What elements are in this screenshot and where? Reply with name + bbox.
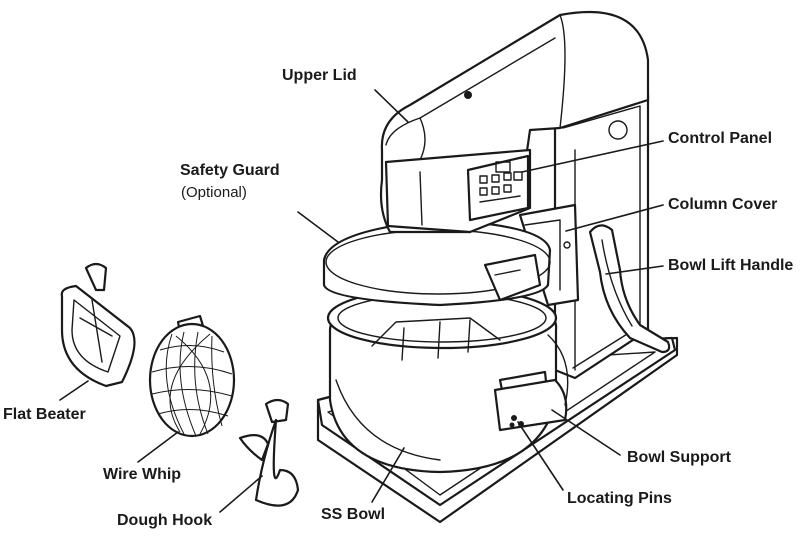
bowl-support xyxy=(493,334,569,432)
safety-guard xyxy=(322,218,552,307)
dough-hook-label: Dough Hook xyxy=(117,512,213,529)
safety-guard-label: Safety Guard xyxy=(180,162,280,179)
wire-whip-label: Wire Whip xyxy=(103,466,182,483)
bowl-support-label: Bowl Support xyxy=(627,449,731,466)
control-panel xyxy=(466,154,530,222)
control-panel-label: Control Panel xyxy=(668,130,773,147)
dough-hook-drawing xyxy=(238,398,300,507)
leader-control-panel xyxy=(521,140,664,173)
column-cover-label: Column Cover xyxy=(668,196,778,213)
wire-whip-drawing xyxy=(148,314,236,438)
bowl-agitator xyxy=(371,317,501,361)
locating-pins-label: Locating Pins xyxy=(567,490,672,507)
safety-guard-note: (Optional) xyxy=(181,184,247,201)
leader-safety-guard xyxy=(297,211,339,243)
leader-bowl-lift-handle xyxy=(605,265,664,275)
ss-bowl-label: SS Bowl xyxy=(321,506,386,523)
leader-upper-lid xyxy=(374,89,409,123)
leader-dough-hook xyxy=(219,475,263,513)
bowl-lift-handle xyxy=(588,224,671,354)
leader-ss-bowl xyxy=(371,447,405,503)
upper-lid-label: Upper Lid xyxy=(282,67,357,84)
leader-locating-pins xyxy=(517,421,564,491)
mixer-bowl xyxy=(326,286,558,474)
leader-bowl-support xyxy=(551,409,621,456)
flat-beater-label: Flat Beater xyxy=(3,406,86,423)
flat-beater-drawing xyxy=(60,262,136,388)
leader-column-cover xyxy=(565,204,664,232)
leader-lines xyxy=(59,89,664,513)
bowl-lift-handle-label: Bowl Lift Handle xyxy=(668,257,794,274)
leader-wire-whip xyxy=(137,431,179,463)
leader-flat-beater xyxy=(59,380,89,401)
